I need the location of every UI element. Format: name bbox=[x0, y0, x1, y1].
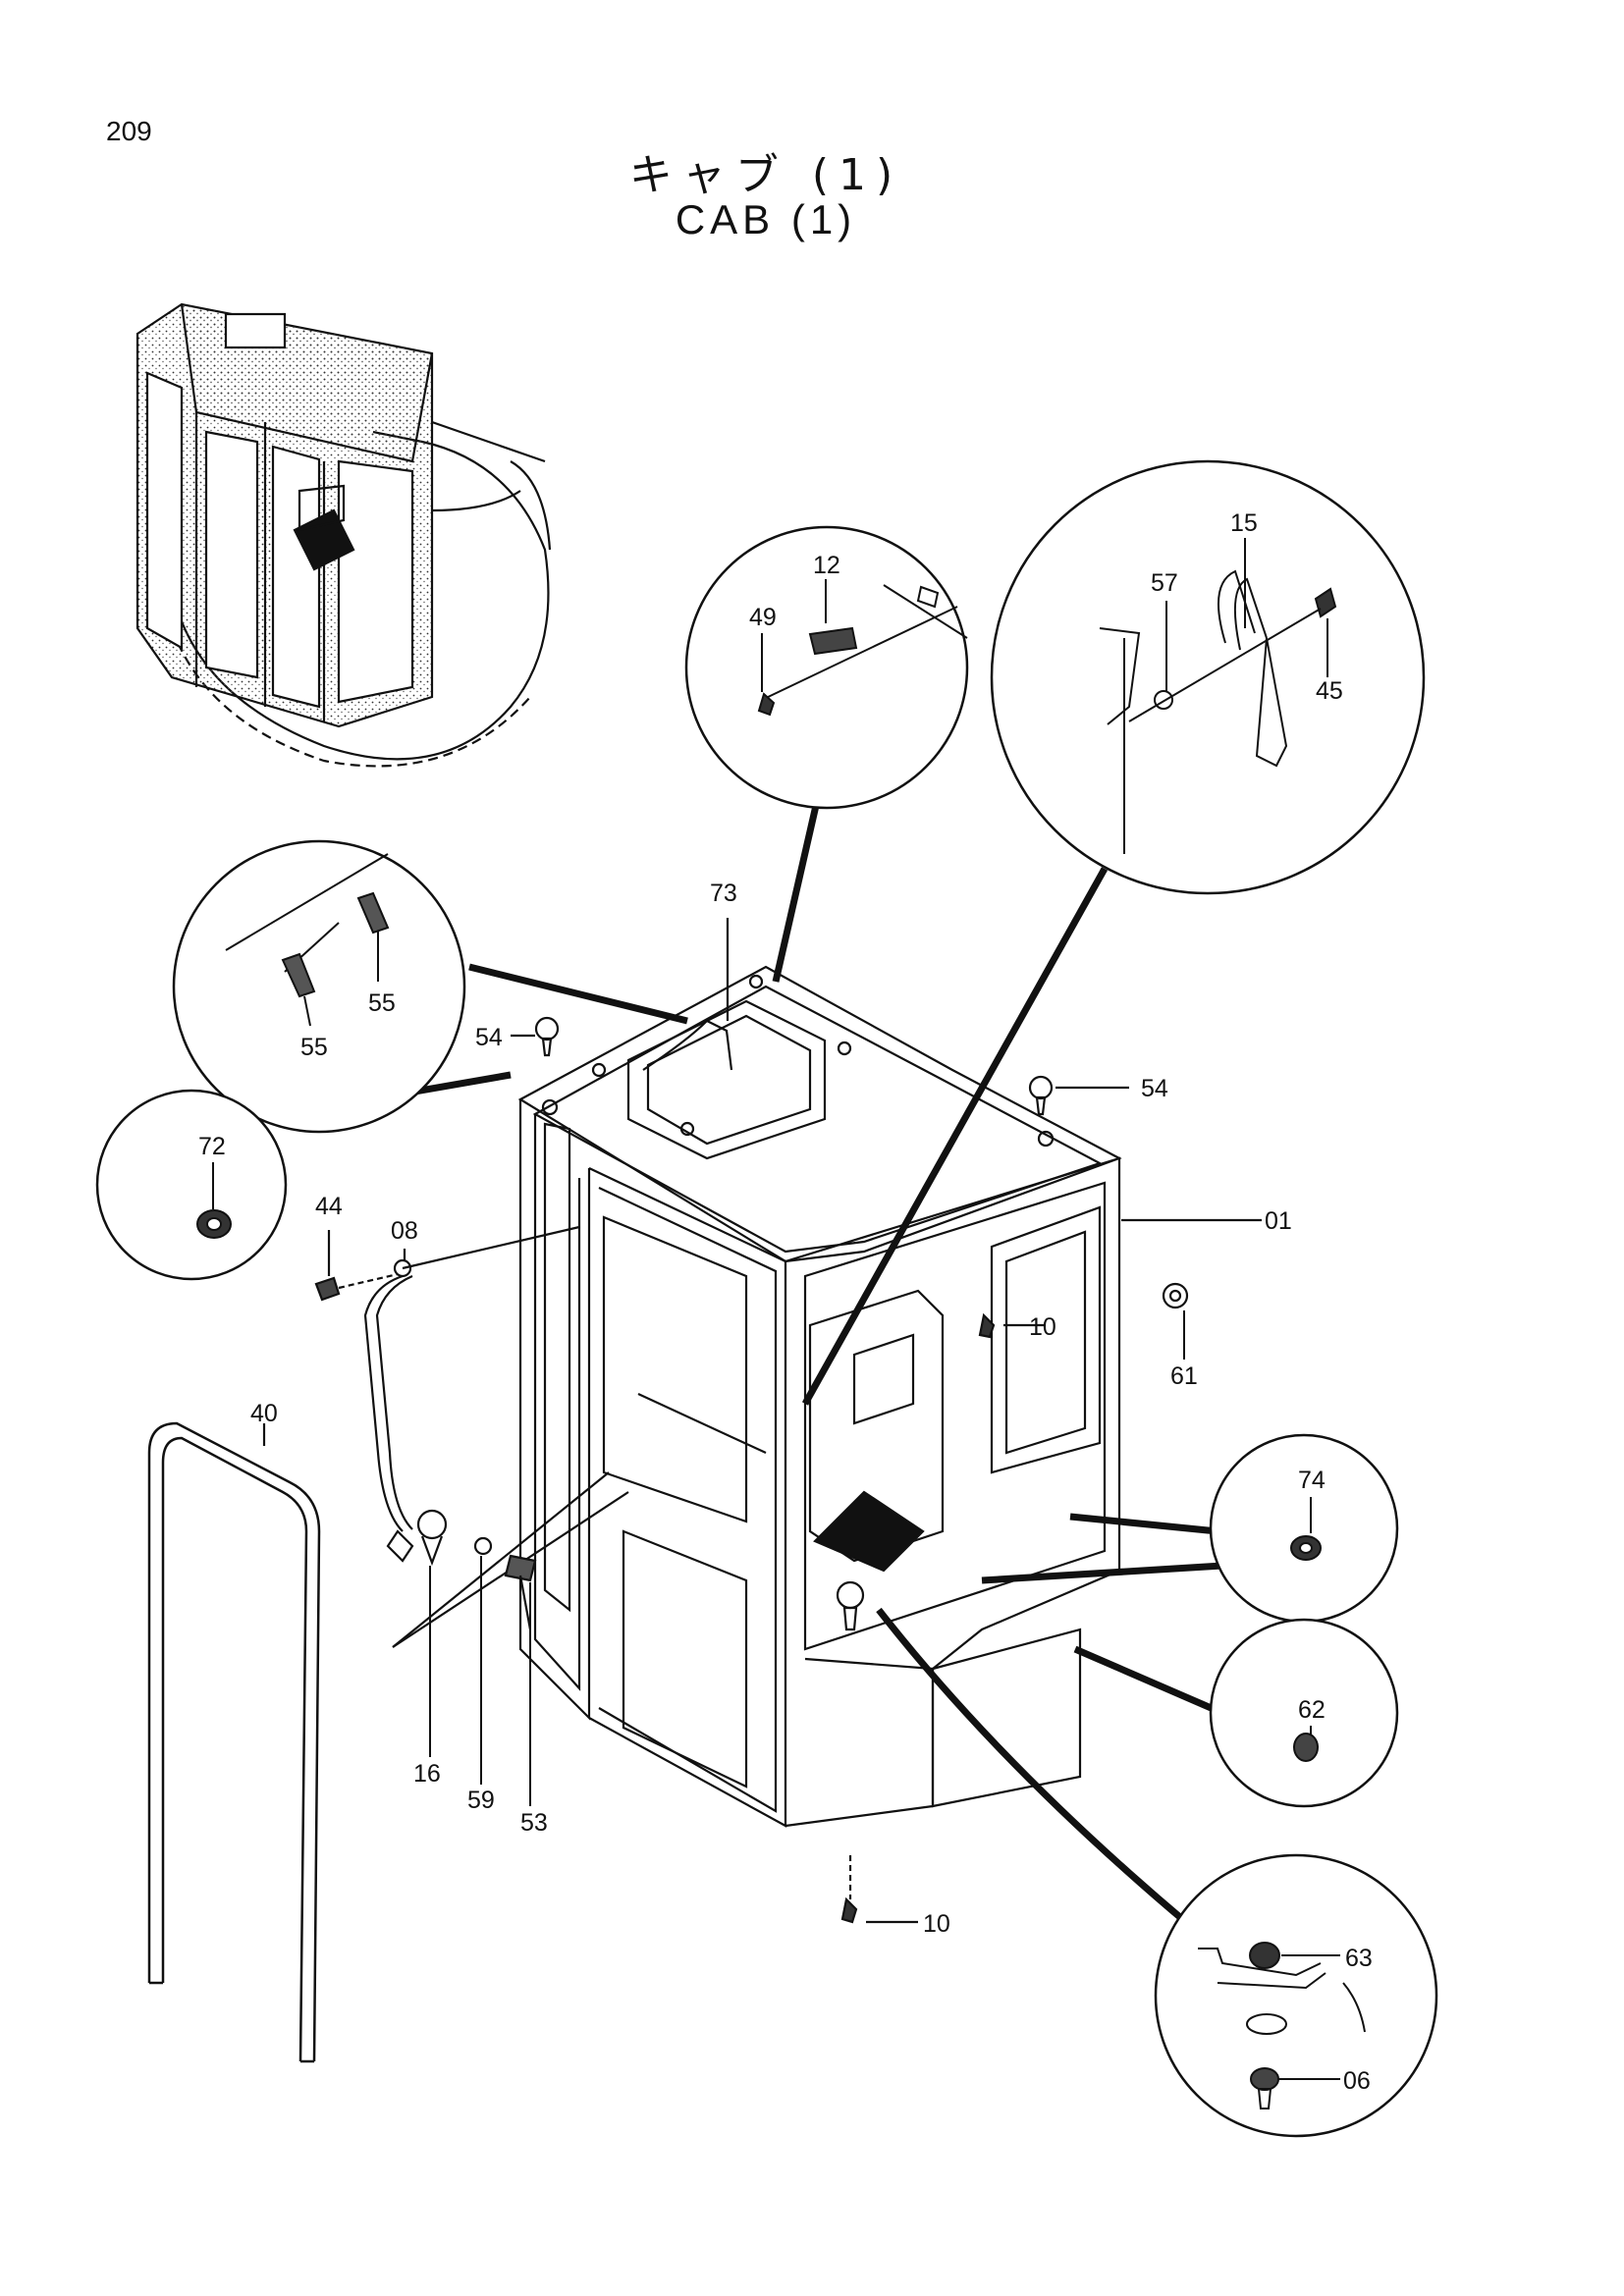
callout-leaders bbox=[212, 538, 1340, 2080]
callout-06: 06 bbox=[1343, 2067, 1371, 2095]
weather-strip-40-icon bbox=[147, 1421, 321, 2063]
page-number: 209 bbox=[106, 116, 152, 146]
detail-circle-icon bbox=[95, 459, 1438, 2138]
callout-62: 62 bbox=[1298, 1696, 1326, 1724]
callout-61: 61 bbox=[1170, 1362, 1198, 1390]
callout-59: 59 bbox=[467, 1787, 495, 1814]
part-callouts: 01 06 08 10 10 12 15 16 40 44 45 49 53 5… bbox=[198, 509, 1373, 2095]
callout-73: 73 bbox=[710, 880, 737, 907]
callout-54-right: 54 bbox=[1141, 1075, 1168, 1102]
cab-assembly-drawing-icon bbox=[517, 965, 1189, 1924]
grab-handle-08-icon bbox=[314, 1225, 580, 1563]
callout-12: 12 bbox=[813, 552, 840, 579]
page-title-japanese: キャブ (1) bbox=[628, 150, 903, 200]
callout-74: 74 bbox=[1298, 1467, 1326, 1494]
detail-connectors bbox=[284, 774, 1224, 1927]
callout-10-upper: 10 bbox=[1029, 1313, 1056, 1341]
callout-55-left: 55 bbox=[300, 1034, 328, 1061]
callout-53: 53 bbox=[520, 1809, 548, 1837]
latch-parts-icon bbox=[392, 1471, 629, 1648]
callout-72: 72 bbox=[198, 1133, 226, 1160]
callout-57: 57 bbox=[1151, 569, 1178, 597]
callout-15: 15 bbox=[1230, 509, 1258, 537]
callout-10-lower: 10 bbox=[923, 1910, 950, 1938]
callout-01: 01 bbox=[1265, 1207, 1292, 1235]
callout-45: 45 bbox=[1316, 677, 1343, 705]
callout-55-right: 55 bbox=[368, 989, 396, 1017]
page-title-english: CAB (1) bbox=[675, 196, 857, 242]
callout-54-left: 54 bbox=[475, 1024, 503, 1051]
excavator-overview-drawing-icon bbox=[135, 302, 552, 768]
callout-63: 63 bbox=[1345, 1945, 1373, 1972]
detail-contents bbox=[196, 569, 1366, 2109]
callout-16: 16 bbox=[413, 1760, 441, 1788]
callout-49: 49 bbox=[749, 604, 777, 631]
callout-08: 08 bbox=[391, 1217, 418, 1245]
callout-44: 44 bbox=[315, 1193, 343, 1220]
callout-40: 40 bbox=[250, 1400, 278, 1427]
